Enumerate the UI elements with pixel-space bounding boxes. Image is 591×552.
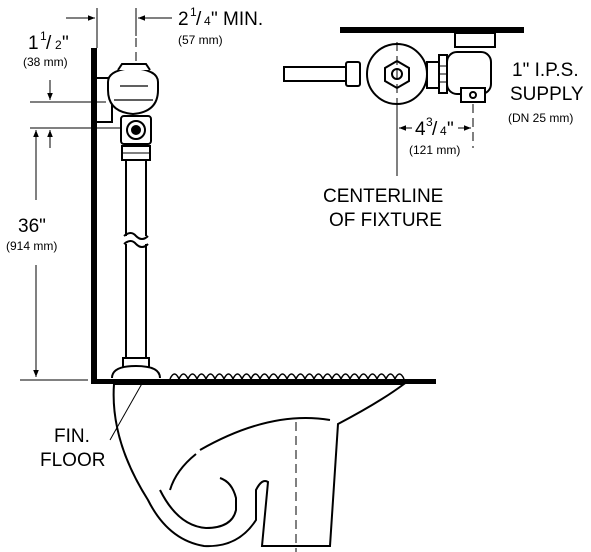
urinal-rim-scallops — [169, 373, 405, 381]
supply-label: SUPPLY — [510, 84, 584, 105]
wall-offset-whole: 1 — [28, 33, 39, 54]
flush-tube — [123, 160, 149, 358]
vacuum-breaker-coupling — [121, 145, 151, 161]
spud-offset-numerator: 1 — [190, 5, 197, 19]
supply-metric-label: (DN 25 mm) — [508, 111, 573, 125]
wall — [91, 48, 97, 383]
flush-valve-body — [97, 63, 159, 123]
wall-offset-slash: / — [46, 33, 52, 54]
wall-offset-unit: " — [62, 33, 69, 54]
wall-offset-numerator: 1 — [40, 29, 47, 43]
centerline-offset-slash: / — [432, 119, 438, 140]
centerline-offset-unit: " — [447, 119, 454, 140]
finished-floor — [91, 379, 436, 384]
top-view-wall — [340, 27, 524, 33]
centerline-offset-whole: 4 — [415, 119, 426, 140]
spud-offset-whole: 2 — [178, 9, 189, 30]
spud-coupling — [111, 357, 161, 379]
spud-offset-denominator: 4 — [204, 14, 211, 28]
centerline-label-line1: CENTERLINE — [323, 186, 443, 207]
centerline-label-line2: OF FIXTURE — [329, 210, 442, 231]
centerline-offset-denominator: 4 — [440, 124, 447, 138]
floor-label-line1: FIN. — [54, 426, 90, 447]
centerline-offset-metric: (121 mm) — [409, 143, 460, 157]
dimension-lines — [20, 8, 471, 441]
centerlines — [135, 38, 474, 552]
control-stop-valve — [120, 115, 152, 145]
floor-label-line2: FLOOR — [40, 450, 105, 471]
wall-offset-metric: (38 mm) — [23, 55, 68, 69]
top-view-flush-valve — [283, 32, 496, 105]
supply-size-label: 1" I.P.S. — [512, 60, 579, 81]
spud-offset-metric: (57 mm) — [178, 33, 223, 47]
spud-offset-slash: / — [196, 9, 202, 30]
height-value: 36" — [18, 216, 46, 237]
wall-offset-denominator: 2 — [55, 38, 62, 52]
spud-offset-unit: " MIN. — [211, 9, 263, 30]
height-metric: (914 mm) — [6, 239, 57, 253]
urinal-body — [112, 383, 408, 548]
centerline-offset-numerator: 3 — [426, 115, 433, 129]
